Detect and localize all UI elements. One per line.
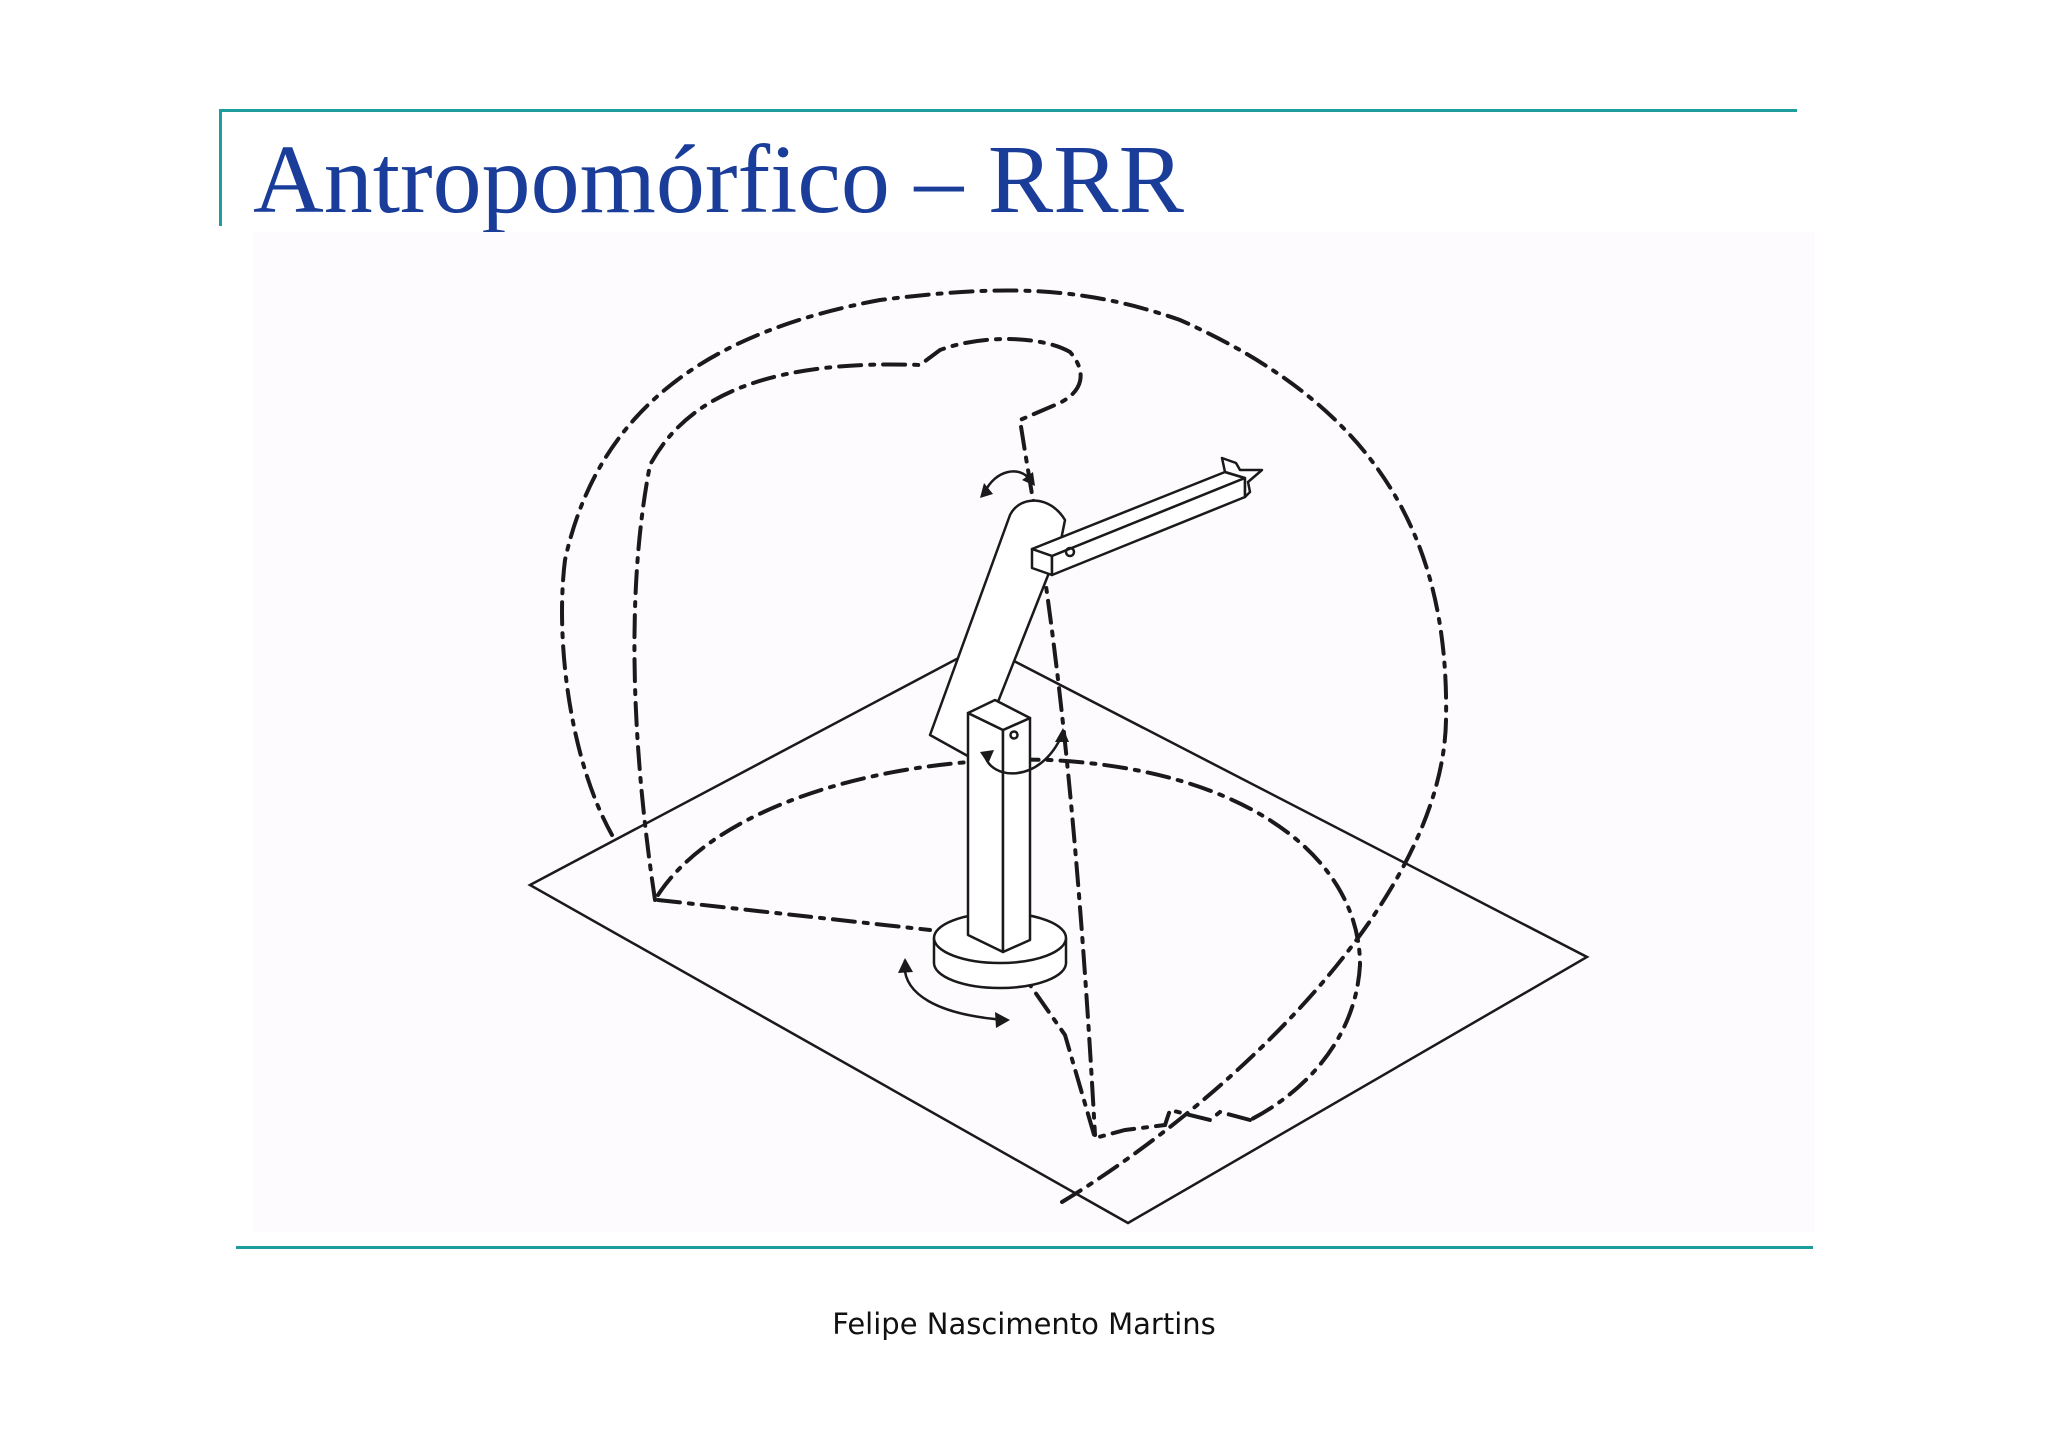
base-rotation-arrow-tail <box>898 958 913 973</box>
elbow-joint-pin <box>1064 546 1076 558</box>
workspace-floor-ellipse <box>656 757 1363 1122</box>
header-left-rule <box>219 109 222 226</box>
figure-background <box>253 232 1815 1232</box>
header-top-rule <box>220 109 1797 112</box>
column-front-face <box>966 711 1005 954</box>
shoulder-joint-pin <box>1009 730 1019 740</box>
base-plane <box>527 643 1590 1225</box>
base-rotation-arrow-head <box>995 1012 1010 1028</box>
workspace-left-boundary <box>656 898 932 932</box>
gripper <box>1220 456 1264 499</box>
workspace-front-boundary <box>1028 983 1252 1141</box>
workspace-inner-contour <box>632 337 1097 1137</box>
elbow-rotation-arrow <box>983 470 1032 493</box>
forearm-top-face <box>1030 470 1247 558</box>
forearm-side-face <box>1050 476 1247 577</box>
column-side-face <box>1001 716 1032 954</box>
workspace-outer-envelope <box>560 288 1449 1204</box>
slide-footer-author: Felipe Nascimento Martins <box>832 1307 1216 1341</box>
column-top-face <box>966 698 1032 732</box>
slide-title: Antropomórfico – RRR <box>253 126 1184 234</box>
footer-rule <box>236 1246 1813 1249</box>
